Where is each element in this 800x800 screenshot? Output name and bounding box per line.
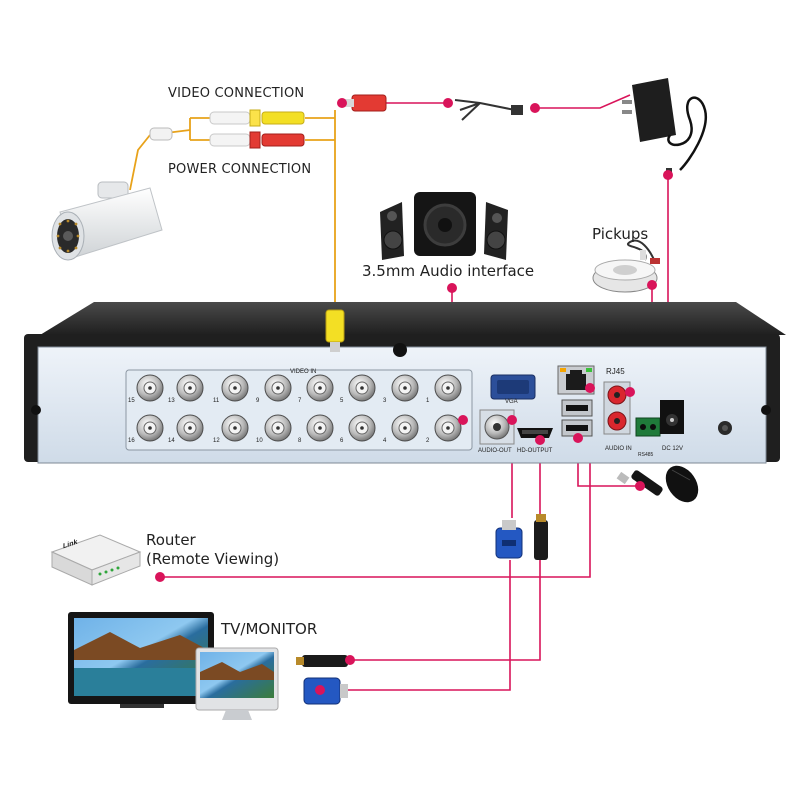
bnc-pin bbox=[403, 386, 407, 390]
bnc-pin bbox=[276, 426, 280, 430]
bnc-channel-number: 14 bbox=[168, 438, 175, 444]
bnc-pin bbox=[148, 426, 152, 430]
bnc-pin bbox=[233, 426, 237, 430]
monitor-icon bbox=[68, 612, 279, 720]
bnc-channel-number: 3 bbox=[383, 398, 387, 404]
bnc-channel-number: 5 bbox=[340, 398, 344, 404]
bnc-channel-number: 1 bbox=[426, 398, 430, 404]
usb-drive-icon bbox=[616, 470, 663, 496]
pickups-label: Pickups bbox=[592, 225, 649, 243]
vga-port bbox=[490, 374, 536, 400]
bnc-channel-number: 10 bbox=[256, 438, 263, 444]
usb-ports bbox=[561, 399, 593, 437]
bnc-pin bbox=[318, 386, 322, 390]
connection-dot bbox=[155, 572, 165, 582]
power-splitter-icon bbox=[454, 99, 523, 121]
connection-dot bbox=[345, 655, 355, 665]
bnc-channel-number: 4 bbox=[383, 438, 387, 444]
rj45-label: RJ45 bbox=[606, 367, 625, 376]
rca-yellow-plug-icon bbox=[325, 309, 345, 352]
bnc-pin bbox=[276, 386, 280, 390]
connection-dot bbox=[647, 280, 657, 290]
remote-viewing-label: (Remote Viewing) bbox=[146, 550, 280, 568]
audio-out-label: AUDIO-OUT bbox=[478, 448, 512, 454]
bnc-pin bbox=[446, 426, 450, 430]
bnc-pin bbox=[403, 426, 407, 430]
hdmi-plug-icon bbox=[534, 514, 548, 560]
connection-dot bbox=[530, 103, 540, 113]
connection-dot bbox=[585, 383, 595, 393]
bnc-channel-number: 8 bbox=[298, 438, 302, 444]
bnc-channel-number: 13 bbox=[168, 398, 175, 404]
bnc-pin bbox=[318, 426, 322, 430]
connection-dot bbox=[315, 685, 325, 695]
bnc-channel-number: 15 bbox=[128, 398, 135, 404]
connection-dot bbox=[337, 98, 347, 108]
bnc-channel-number: 2 bbox=[426, 438, 430, 444]
speakers-icon bbox=[380, 192, 508, 260]
connection-dot bbox=[573, 433, 583, 443]
connection-dot bbox=[447, 283, 457, 293]
vga-plug-icon bbox=[495, 520, 523, 559]
connection-dots bbox=[155, 98, 673, 695]
connection-dot bbox=[663, 170, 673, 180]
power-connection-label: POWER CONNECTION bbox=[168, 162, 312, 177]
rs485-port bbox=[635, 417, 661, 437]
bnc-pin bbox=[233, 386, 237, 390]
router-icon bbox=[50, 534, 142, 586]
connection-dot bbox=[625, 387, 635, 397]
hdmi-port bbox=[517, 428, 553, 438]
video-cable bbox=[129, 110, 336, 320]
bnc-pin bbox=[188, 426, 192, 430]
bnc-pin bbox=[360, 386, 364, 390]
bnc-channel-number: 16 bbox=[128, 438, 135, 444]
bnc-channel-number: 9 bbox=[256, 398, 260, 404]
microphone-icon bbox=[592, 239, 660, 293]
vga-plug-monitor-icon bbox=[303, 677, 348, 705]
vga-label: VGA bbox=[505, 399, 518, 405]
bnc-pin bbox=[148, 386, 152, 390]
connection-dot bbox=[535, 435, 545, 445]
audio-out-port bbox=[479, 409, 515, 445]
dc12v-label: DC 12V bbox=[662, 446, 684, 452]
bnc-channel-number: 11 bbox=[213, 398, 220, 404]
rj45-port bbox=[557, 365, 595, 395]
bnc-channel-number: 7 bbox=[298, 398, 302, 404]
security-camera-icon bbox=[51, 127, 173, 261]
dc12v-port bbox=[660, 400, 684, 434]
bnc-connectors: 15 13 11 9 7 5 3 1 16 14 12 10 8 6 4 2 bbox=[128, 374, 462, 444]
usb-mouse-icon bbox=[665, 465, 699, 503]
bnc-pin bbox=[446, 386, 450, 390]
video-connection-label: VIDEO CONNECTION bbox=[168, 86, 305, 101]
audio-in-label: AUDIO IN bbox=[605, 446, 632, 452]
router-label: Router bbox=[146, 531, 196, 549]
bnc-pin bbox=[188, 386, 192, 390]
connection-dot bbox=[507, 415, 517, 425]
rca-plugs-icon bbox=[209, 109, 305, 149]
bnc-channel-number: 12 bbox=[213, 438, 220, 444]
hdmi-plug-monitor-icon bbox=[296, 655, 348, 667]
connection-dot bbox=[458, 415, 468, 425]
connection-dot bbox=[443, 98, 453, 108]
bnc-channel-number: 6 bbox=[340, 438, 344, 444]
dc-plug-red-icon bbox=[342, 94, 387, 112]
rs485-label: RS485 bbox=[638, 452, 654, 458]
bnc-pin bbox=[360, 426, 364, 430]
audio-interface-label: 3.5mm Audio interface bbox=[362, 262, 535, 280]
ground-screw bbox=[718, 421, 732, 435]
video-in-label: VIDEO IN bbox=[290, 369, 317, 375]
hd-output-label: HD-OUTPUT bbox=[517, 448, 553, 454]
tv-monitor-label: TV/MONITOR bbox=[221, 620, 318, 638]
power-adapter-icon bbox=[622, 78, 708, 178]
connection-dot bbox=[635, 481, 645, 491]
